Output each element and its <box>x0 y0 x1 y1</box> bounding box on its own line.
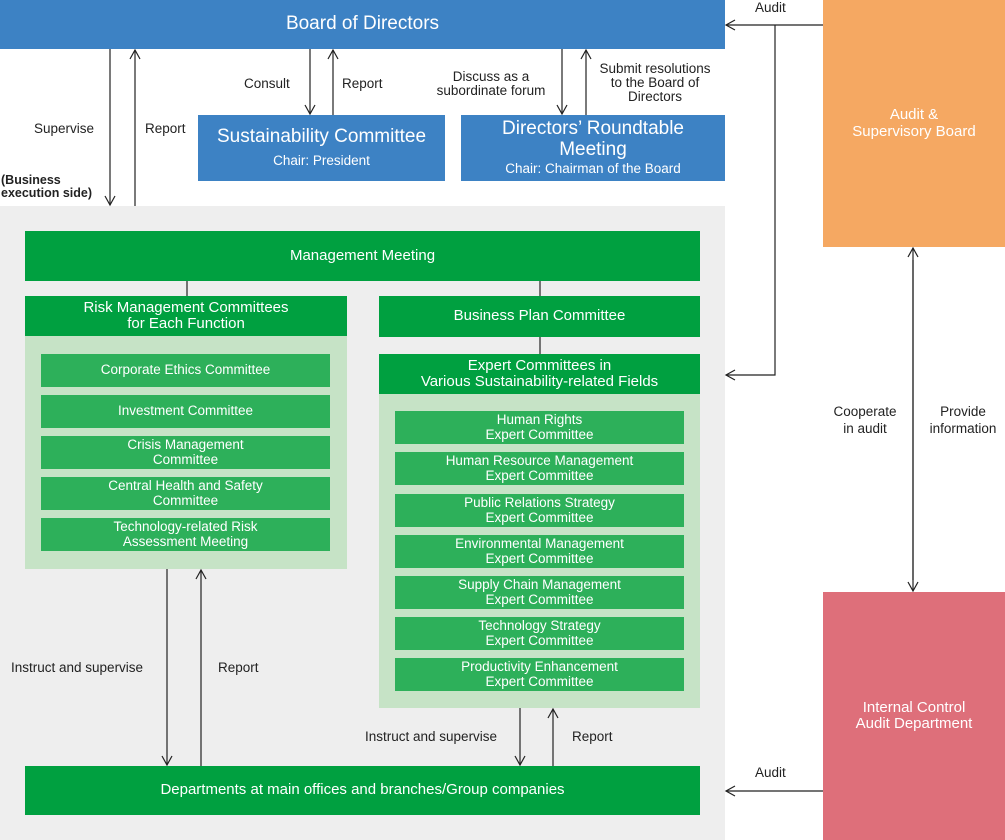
audit-supervisory-board: Audit &Supervisory Board <box>823 0 1005 247</box>
risk-committee-item: Investment Committee <box>41 395 330 428</box>
risk-committee-item-line: Technology-related Risk <box>113 518 258 534</box>
management-meeting: Management Meeting <box>25 231 700 281</box>
management-label: Management Meeting <box>289 246 436 264</box>
expert-committee-item-line: Human Rights <box>496 411 583 427</box>
board-of-directors: Board of Directors <box>0 0 725 49</box>
business-side-2: execution side) <box>1 186 92 201</box>
expert-committee-item-line: Expert Committee <box>485 591 594 607</box>
expert-title-1: Expert Committees in <box>467 356 612 374</box>
audit-board-line2: Supervisory Board <box>852 122 976 140</box>
supervise-label: Supervise <box>34 121 95 136</box>
business-side-1: (Business <box>1 173 61 187</box>
expert-committee-item-line: Human Resource Management <box>445 452 634 468</box>
departments-label: Departments at main offices and branches… <box>160 781 565 799</box>
expert-title-2: Various Sustainability-related Fields <box>420 373 659 390</box>
risk-committee-item: Corporate Ethics Committee <box>41 354 330 387</box>
risk-committee-item-line: Committee <box>152 451 219 467</box>
audit-expert-arrow <box>724 25 776 381</box>
instruct-left-label: Instruct and supervise <box>11 660 144 675</box>
expert-committee-item-line: Environmental Management <box>455 535 624 551</box>
audit-bottom-label: Audit <box>755 765 786 780</box>
expert-committee-item-line: Supply Chain Management <box>458 576 621 592</box>
audit-board-line1: Audit & <box>889 106 939 123</box>
sustainability-title: Sustainability Committee <box>216 126 427 148</box>
risk-title-1: Risk Management Committees <box>83 298 289 316</box>
risk-committee-item-line: Central Health and Safety <box>108 477 263 493</box>
report-sc-label: Report <box>342 76 383 91</box>
sustainability-chair: Chair: President <box>273 153 370 169</box>
expert-committee-item-line: Public Relations Strategy <box>464 494 615 510</box>
cooperate-1: Cooperate <box>833 404 897 419</box>
provide-1: Provide <box>940 404 986 419</box>
cooperate-2: in audit <box>843 421 887 437</box>
roundtable-title-1: Directors’ Roundtable <box>502 117 684 139</box>
expert-committee-item-line: Expert Committee <box>485 509 594 525</box>
cooperate-label: Cooperate in audit <box>826 404 904 437</box>
submit-2: to the Board of <box>610 75 700 91</box>
board-label: Board of Directors <box>285 13 440 35</box>
risk-committee-item-line: Corporate Ethics Committee <box>100 362 271 378</box>
business-plan-label: Business Plan Committee <box>453 307 626 325</box>
internal-audit-line1: Internal Control <box>862 698 966 716</box>
business-plan-committee: Business Plan Committee <box>379 296 700 337</box>
expert-committee-item-line: Expert Committee <box>485 426 594 442</box>
submit-3: Directors <box>627 89 682 105</box>
consult-label: Consult <box>244 76 290 91</box>
discuss-1: Discuss as a <box>452 69 530 84</box>
report-right-label: Report <box>572 729 613 744</box>
expert-committee-item-line: Expert Committee <box>485 673 594 689</box>
provide-2: information <box>929 421 997 437</box>
report-board-label: Report <box>145 121 186 136</box>
roundtable-title-2: Meeting <box>559 138 627 160</box>
audit-top-label: Audit <box>755 0 786 15</box>
discuss-2: subordinate forum <box>436 83 546 99</box>
expert-committee-item-line: Expert Committee <box>485 467 594 483</box>
departments-group-companies: Departments at main offices and branches… <box>25 766 700 815</box>
expert-committee-item-line: Expert Committee <box>485 550 594 566</box>
risk-committee-item-line: Crisis Management <box>127 436 244 452</box>
internal-audit-line2: Audit Department <box>855 715 973 732</box>
roundtable-chair: Chair: Chairman of the Board <box>505 161 681 177</box>
submit-1: Submit resolutions <box>599 61 711 76</box>
instruct-right-label: Instruct and supervise <box>365 729 498 744</box>
expert-committee-item-line: Productivity Enhancement <box>461 658 618 674</box>
expert-committee-item-line: Technology Strategy <box>478 617 601 633</box>
report-left-label: Report <box>218 660 259 675</box>
risk-committee-item-line: Assessment Meeting <box>122 533 249 549</box>
provide-label: Provide information <box>922 404 1004 437</box>
risk-title-2: for Each Function <box>127 315 245 332</box>
risk-committee-item-line: Investment Committee <box>117 403 254 419</box>
risk-committee-item-line: Committee <box>152 492 219 508</box>
expert-committee-item-line: Expert Committee <box>485 632 594 648</box>
